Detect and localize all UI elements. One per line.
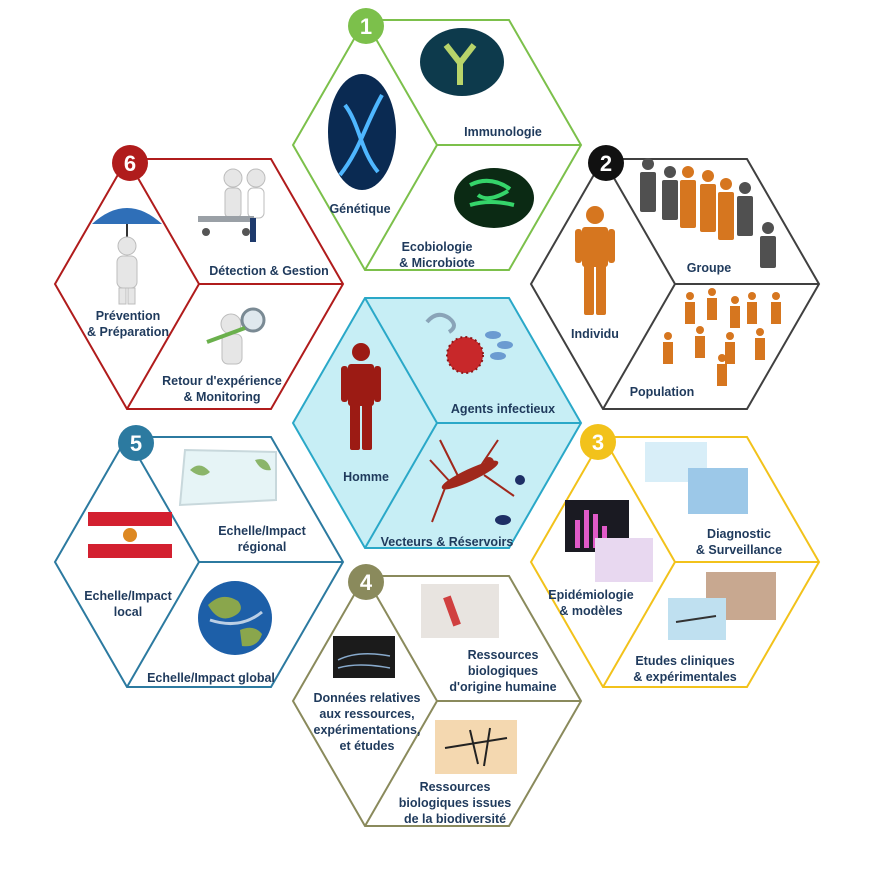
hex3-label-diagnostic-1: Diagnostic: [707, 527, 771, 541]
hexagon-6-number: 6: [124, 151, 136, 176]
hex4-label-humaine-1: Ressources: [468, 648, 539, 662]
mosquito-photo-icon: [435, 720, 517, 774]
stretcher-icon: [198, 168, 266, 242]
hex4-label-donnees-4: et études: [340, 739, 395, 753]
map-icon: [178, 448, 277, 507]
hex4-label-biodiversite-1: Ressources: [420, 780, 491, 794]
hex2-label-population: Population: [630, 385, 695, 399]
person-icon: [575, 206, 615, 315]
hex2-label-individu: Individu: [571, 327, 619, 341]
hex4-label-donnees-1: Données relatives: [314, 691, 421, 705]
bacteria-icon: [454, 168, 534, 228]
hex6-label-retour-1: Retour d'expérience: [162, 374, 282, 388]
hex2-label-groupe: Groupe: [687, 261, 731, 275]
hex5-label-regional-1: Echelle/Impact: [218, 524, 306, 538]
hexagon-3-number: 3: [592, 430, 604, 455]
center-label-agents: Agents infectieux: [451, 402, 555, 416]
hexagon-5: 5 Echelle/Impact local Echelle/Impact ré…: [53, 425, 345, 688]
hex5-label-global: Echelle/Impact global: [147, 671, 275, 685]
hex5-label-regional-2: régional: [238, 540, 287, 554]
hexagon-4: 4 Données relatives aux ressources, expé…: [291, 564, 583, 827]
hex3-label-etudes-1: Etudes cliniques: [635, 654, 734, 668]
hex4-label-biodiversite-3: de la biodiversité: [404, 812, 506, 826]
umbrella-icon: [92, 208, 162, 305]
hex6-label-prevention-2: & Préparation: [87, 325, 169, 339]
crowd-icon: [640, 158, 781, 386]
hex6-label-retour-2: & Monitoring: [183, 390, 260, 404]
dna-icon: [328, 74, 396, 190]
hex4-label-donnees-2: aux ressources,: [319, 707, 414, 721]
hex1-label-immunologie: Immunologie: [464, 125, 542, 139]
hex4-label-donnees-3: expérimentations,: [314, 723, 421, 737]
hexagon-5-number: 5: [130, 431, 142, 456]
center-hexagon: Homme Agents infectieux Vecteurs & Réser…: [291, 297, 583, 549]
data-image-icon: [333, 636, 395, 678]
hexagon-6: 6 Prévention & Préparation Détection & G…: [53, 145, 345, 410]
hex6-label-detection: Détection & Gestion: [209, 264, 328, 278]
center-label-vecteurs: Vecteurs & Réservoirs: [381, 535, 514, 549]
diagnostic-image-icon: [645, 442, 748, 514]
mosquito-icon: [429, 439, 525, 525]
hex4-label-biodiversite-2: biologiques issues: [399, 796, 512, 810]
hex3-label-epidemiologie-2: & modèles: [559, 604, 622, 618]
hexagon-1-number: 1: [360, 14, 372, 39]
hex4-label-humaine-3: d'origine humaine: [449, 680, 556, 694]
antibody-icon: [420, 28, 504, 96]
hex4-label-humaine-2: biologiques: [468, 664, 538, 678]
hex3-label-epidemiologie-1: Epidémiologie: [548, 588, 633, 602]
virus-icon: [425, 312, 513, 374]
hex1-label-ecobiologie-1: Ecobiologie: [402, 240, 473, 254]
flag-icon: [88, 512, 172, 558]
clinical-image-icon: [668, 572, 776, 640]
hexagon-2: 2 Individu Groupe Population: [529, 145, 821, 410]
person-icon: [341, 343, 381, 450]
lab-image-icon: [421, 584, 499, 638]
hex5-label-local-2: local: [114, 605, 143, 619]
hexagon-2-number: 2: [600, 151, 612, 176]
chart-image-icon: [565, 500, 653, 582]
hex1-label-ecobiologie-2: & Microbiote: [399, 256, 475, 270]
hex3-label-diagnostic-2: & Surveillance: [696, 543, 782, 557]
hex6-label-prevention-1: Prévention: [96, 309, 161, 323]
hex3-label-etudes-2: & expérimentales: [633, 670, 737, 684]
hexagon-1: 1 Génétique Immunologie Ecobiologie & Mi…: [291, 8, 583, 271]
hex1-label-genetique: Génétique: [329, 202, 390, 216]
center-label-homme: Homme: [343, 470, 389, 484]
hexagon-3: 3 Epidémiologie & modèles Diagnostic & S…: [529, 424, 821, 688]
hexagon-4-number: 4: [360, 570, 373, 595]
magnifier-icon: [206, 307, 266, 365]
hex5-label-local-1: Echelle/Impact: [84, 589, 172, 603]
globe-icon: [198, 581, 272, 655]
